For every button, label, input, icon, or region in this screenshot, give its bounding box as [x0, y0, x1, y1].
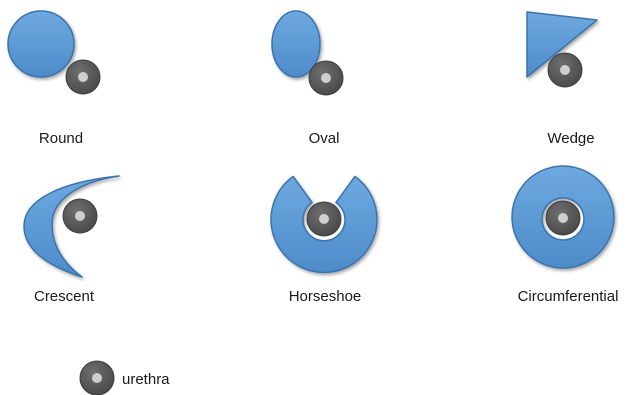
circumferential-label: Circumferential [518, 288, 619, 305]
round-shape [8, 11, 100, 94]
urethra-icon [546, 201, 580, 235]
urethra-icon [63, 199, 97, 233]
urethra-icon [548, 53, 582, 87]
horseshoe-shape [271, 176, 377, 272]
legend-label: urethra [122, 371, 170, 388]
circumferential-shape [512, 166, 614, 268]
legend: urethra [80, 361, 170, 395]
wedge-label: Wedge [547, 130, 594, 147]
wedge-shape [527, 12, 597, 87]
oval-shape [272, 11, 343, 95]
urethra-icon [309, 61, 343, 95]
urethra-icon [307, 202, 341, 236]
oval-label: Oval [309, 130, 340, 147]
crescent-shape [24, 176, 119, 277]
urethra-icon [66, 60, 100, 94]
crescent-label: Crescent [34, 288, 95, 305]
urethra-legend-icon [80, 361, 114, 395]
horseshoe-label: Horseshoe [289, 288, 362, 305]
round-label: Round [39, 130, 83, 147]
